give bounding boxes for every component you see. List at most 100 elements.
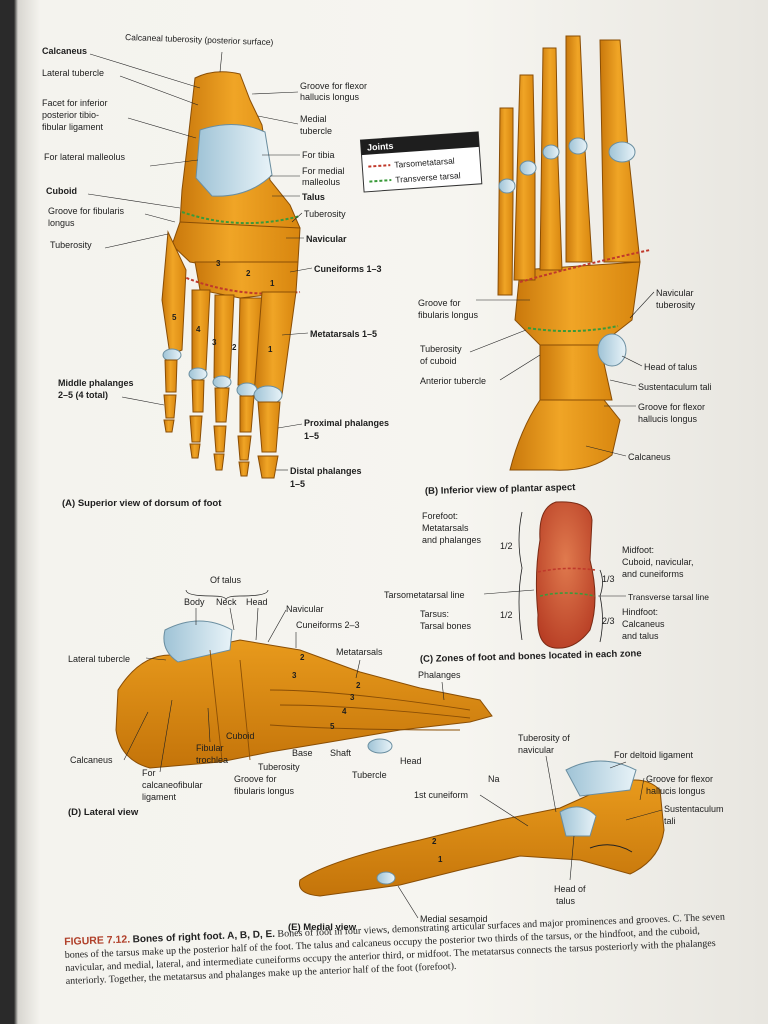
label-third: 1/3 (602, 574, 615, 584)
metatarsal-3-d: 3 (350, 693, 355, 702)
label-groove-fhl-2: hallucis longus (300, 92, 360, 102)
label-midfoot-1: Midfoot: (622, 545, 654, 555)
label-forefoot-3: and phalanges (422, 535, 482, 545)
label-sustentaculum-e-1: Sustentaculum (664, 804, 724, 814)
label-tuberosity-a-left: Tuberosity (50, 240, 92, 250)
label-facet-2: posterior tibio- (42, 110, 99, 120)
label-anterior-tubercle: Anterior tubercle (420, 376, 486, 386)
label-tuberosity-d: Tuberosity (258, 762, 300, 772)
digit-2-a: 2 (232, 343, 237, 352)
label-for-cfl-1: For (142, 768, 156, 778)
label-distal-phalanges-2: 1–5 (290, 479, 305, 489)
cuneiform-2-a: 2 (246, 269, 251, 278)
label-body: Body (184, 597, 205, 607)
label-first-cuneiform: 1st cuneiform (414, 790, 468, 800)
panel-d-title: (D) Lateral view (68, 807, 139, 818)
label-hindfoot-1: Hindfoot: (622, 607, 658, 617)
label-navicular-d: Navicular (286, 604, 324, 614)
label-lateral-tubercle-d: Lateral tubercle (68, 654, 130, 664)
label-groove-fibularis-1: Groove for fibularis (48, 206, 125, 216)
label-middle-phalanges-1: Middle phalanges (58, 378, 134, 388)
label-groove-fib-d-1: Groove for (234, 774, 277, 784)
label-medial-sesamoid: Medial sesamoid (420, 914, 488, 924)
label-tuberosity-nav-2: navicular (518, 745, 554, 755)
label-lateral-malleolus: For lateral malleolus (44, 152, 126, 162)
label-hindfoot-2: Calcaneus (622, 619, 665, 629)
label-middle-phalanges-2: 2–5 (4 total) (58, 390, 108, 400)
legend-tarsometatarsal: Tarsometatarsal (394, 156, 455, 170)
label-navicular-tuberosity-2: tuberosity (656, 300, 696, 310)
label-head-talus-e-1: Head of (554, 884, 586, 894)
panel-b-title: (B) Inferior view of plantar aspect (425, 482, 577, 497)
label-cuboid-d: Cuboid (226, 731, 255, 741)
label-head-talus-d: Head (246, 597, 268, 607)
label-groove-fibularis-b-2: fibularis longus (418, 310, 479, 320)
legend-transverse-tarsal: Transverse tarsal (395, 170, 461, 185)
metatarsal-4-d: 4 (342, 707, 347, 716)
label-cuboid-a: Cuboid (46, 186, 77, 196)
label-groove-fhl-b-1: Groove for flexor (638, 402, 705, 412)
label-sustentaculum-e-2: tali (664, 816, 676, 826)
label-navicular-partial: Na (488, 774, 500, 784)
panel-a-foot-superior (161, 71, 301, 479)
label-proximal-phalanges-2: 1–5 (304, 431, 319, 441)
label-midfoot-2: Cuboid, navicular, (622, 557, 694, 567)
label-groove-fhl-e-1: Groove for flexor (646, 774, 713, 784)
label-talus-a: Talus (302, 192, 325, 202)
label-phalanges-d: Phalanges (418, 670, 461, 680)
label-head-mt: Head (400, 756, 422, 766)
metatarsal-1-e: 1 (438, 855, 443, 864)
label-half-bottom: 1/2 (500, 610, 513, 620)
label-tarsus-2: Tarsal bones (420, 621, 472, 631)
label-for-cfl-2: calcaneofibular (142, 780, 203, 790)
label-groove-fib-d-2: fibularis longus (234, 786, 295, 796)
label-medial-malleolus-2: malleolus (302, 177, 341, 187)
label-navicular-tuberosity-1: Navicular (656, 288, 694, 298)
digit-1-a: 1 (268, 345, 273, 354)
label-tuberosity-cuboid-1: Tuberosity (420, 344, 462, 354)
cuneiform-1-a: 1 (270, 279, 275, 288)
label-proximal-phalanges-1: Proximal phalanges (304, 418, 389, 428)
label-tuberosity-cuboid-2: of cuboid (420, 356, 457, 366)
caption-figure-number: FIGURE 7.12. (64, 933, 131, 948)
label-navicular-a: Navicular (306, 234, 347, 244)
label-facet-3: fibular ligament (42, 122, 104, 132)
transverse-tarsal-line-key (369, 179, 392, 183)
metatarsal-2-e: 2 (432, 837, 437, 846)
digit-3-a: 3 (212, 338, 217, 347)
panel-c-title: (C) Zones of foot and bones located in e… (420, 648, 642, 665)
panel-b-foot-plantar (497, 35, 651, 471)
label-medial-tubercle-1: Medial (300, 114, 327, 124)
label-calcaneal-tuberosity: Calcaneal tuberosity (posterior surface) (125, 32, 274, 47)
cuneiform-3-a: 3 (216, 259, 221, 268)
label-sustentaculum-b: Sustentaculum tali (638, 382, 712, 392)
label-base: Base (292, 748, 313, 758)
sole-outline (535, 501, 596, 649)
label-tuberosity-nav-1: Tuberosity of (518, 733, 570, 743)
label-head-of-talus-b: Head of talus (644, 362, 698, 372)
label-shaft: Shaft (330, 748, 352, 758)
cuneiform-3-d: 3 (292, 671, 297, 680)
label-groove-fibularis-b-1: Groove for (418, 298, 461, 308)
digit-5-a: 5 (172, 313, 177, 322)
label-calcaneus-b: Calcaneus (628, 452, 671, 462)
label-cuneiforms-d: Cuneiforms 2–3 (296, 620, 360, 630)
panel-a-title: (A) Superior view of dorsum of foot (62, 498, 222, 509)
metatarsal-2-d: 2 (356, 681, 361, 690)
phalanges-a (163, 359, 281, 479)
label-two-thirds: 2/3 (602, 616, 615, 626)
label-tarsus-1: Tarsus: (420, 609, 449, 619)
cuneiform-2-d: 2 (300, 653, 305, 662)
talus-trochlea-a (195, 123, 273, 197)
label-calcaneus-a: Calcaneus (42, 46, 87, 56)
label-for-cfl-3: ligament (142, 792, 177, 802)
label-head-talus-e-2: talus (556, 896, 576, 906)
label-groove-fibularis-2: longus (48, 218, 75, 228)
label-cuneiforms-a: Cuneiforms 1–3 (314, 264, 382, 274)
joints-legend: Joints Tarsometatarsal Transverse tarsal (359, 131, 483, 193)
joints-legend-title: Joints (367, 141, 394, 153)
label-distal-phalanges-1: Distal phalanges (290, 466, 362, 476)
label-facet-1: Facet for inferior (42, 98, 108, 108)
panel-c-zones (518, 501, 603, 649)
